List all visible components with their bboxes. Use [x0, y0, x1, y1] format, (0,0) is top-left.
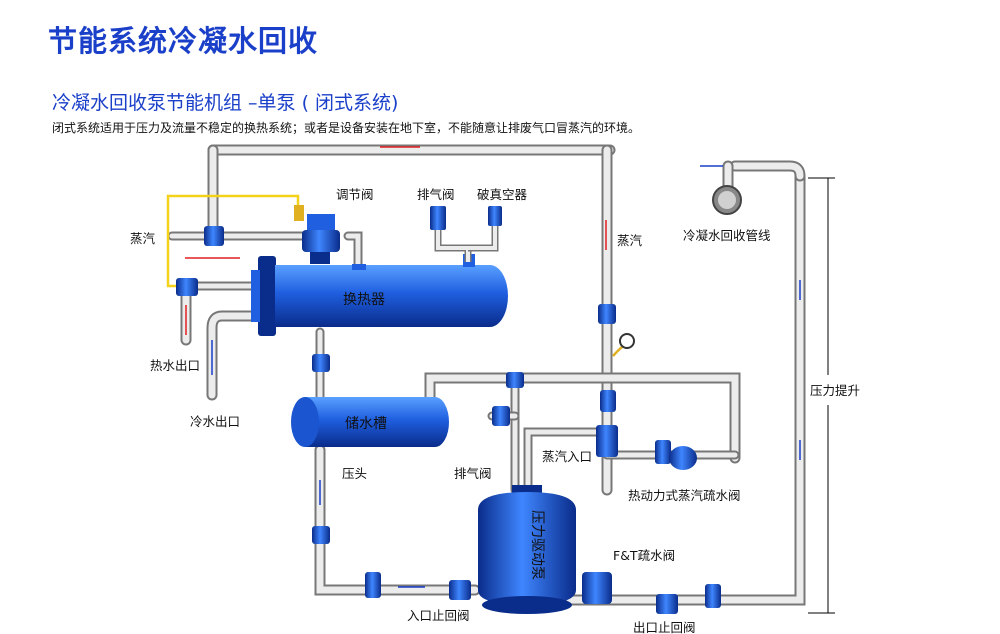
label-steam-right: 蒸汽	[617, 233, 643, 248]
regulating-valve	[294, 205, 340, 264]
ft-trap	[582, 572, 612, 604]
label-outlet-check-valve: 出口止回阀	[633, 620, 696, 634]
label-storage-tank: 储水槽	[345, 416, 387, 432]
label-pressure-lift: 压力提升	[810, 383, 860, 398]
label-vent-valve-top: 排气阀	[417, 187, 455, 202]
page-description: 闭式系统适用于压力及流量不稳定的换热系统；或者是设备安装在地下室，不能随意让排废…	[52, 121, 641, 135]
outlet-valve	[705, 584, 721, 608]
inlet-valve	[365, 572, 381, 598]
label-ft-trap: F&T疏水阀	[613, 548, 675, 563]
label-vacuum-breaker: 破真空器	[477, 187, 528, 202]
label-steam-left: 蒸汽	[130, 231, 156, 246]
fitting-vent-tee	[506, 372, 524, 388]
heat-exchanger	[251, 256, 508, 336]
label-cold-water-outlet: 冷水出口	[190, 414, 240, 429]
fitting-strainer-head	[312, 526, 330, 544]
exchanger-inlet-nozzle	[352, 264, 366, 270]
label-condensate-line: 冷凝水回收管线	[683, 228, 771, 243]
vacuum-breaker	[468, 206, 502, 252]
pressure-pump	[478, 485, 576, 614]
pipe-cold-water	[206, 310, 261, 401]
vent-valve-top	[430, 206, 472, 262]
label-steam-inlet: 蒸汽入口	[542, 449, 592, 464]
pipe-tank-vent	[424, 372, 741, 464]
label-head: 压头	[342, 466, 367, 481]
inlet-check-valve	[449, 580, 471, 600]
flow-arrows	[185, 146, 801, 588]
page-title: 节能系统冷凝水回收	[48, 24, 319, 58]
fitting-strainer-steam	[600, 390, 616, 412]
label-pressure-pump: 压力驱动泵	[529, 510, 545, 580]
fitting-steam-valve	[598, 304, 616, 324]
label-regulating-valve: 调节阀	[336, 187, 374, 202]
label-inlet-check-valve: 入口止回阀	[407, 608, 470, 623]
fitting-steam-tee	[204, 226, 224, 246]
pressure-gauge	[612, 333, 635, 357]
pressure-lift-dimension	[808, 177, 835, 614]
control-line	[166, 194, 300, 288]
page-subtitle: 冷凝水回收泵节能机组 –单泵 ( 闭式系统)	[52, 92, 399, 114]
label-heat-exchanger: 换热器	[343, 291, 385, 308]
thermodynamic-trap	[669, 446, 697, 470]
fitting-vent-mid	[492, 406, 510, 426]
fitting-hot-water	[176, 278, 198, 296]
label-thermodynamic-trap: 热动力式蒸汽疏水阀	[628, 488, 741, 503]
fitting-steam-inlet-valve	[596, 425, 618, 457]
outlet-check-valve	[656, 594, 678, 614]
trap-isolation-valve	[655, 440, 671, 464]
label-hot-water-outlet: 热水出口	[150, 358, 200, 373]
label-vent-valve-mid: 排气阀	[454, 466, 492, 481]
storage-tank	[291, 397, 449, 447]
fitting-exchanger-drain	[312, 354, 330, 372]
